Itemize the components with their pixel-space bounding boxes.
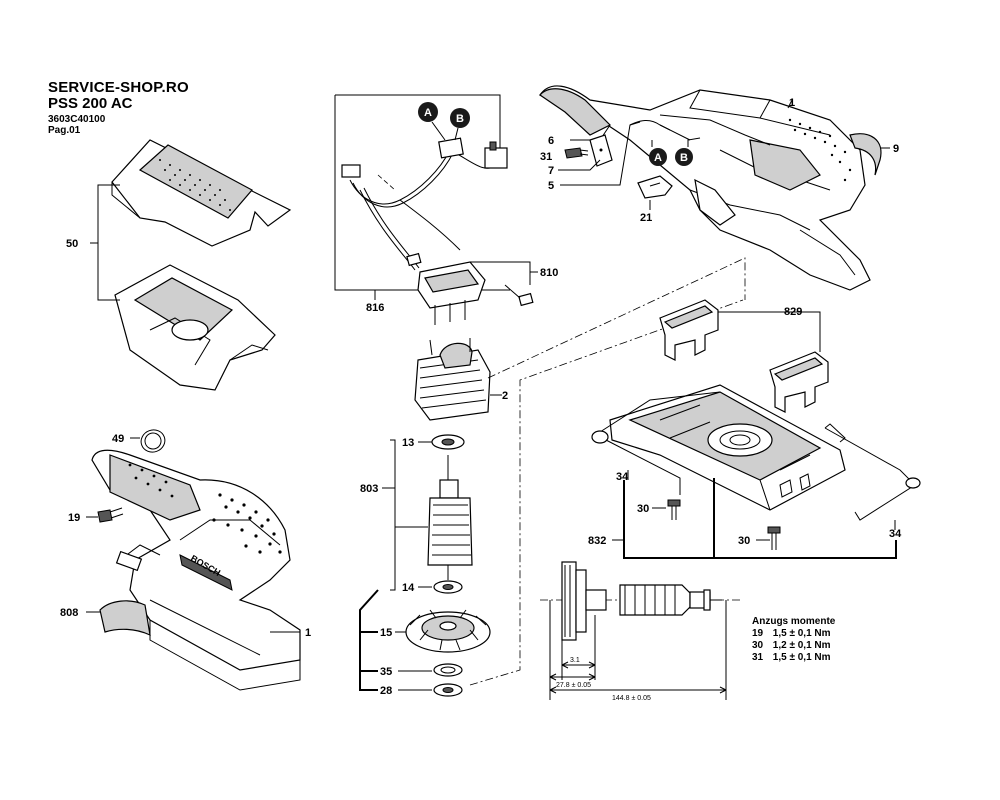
armature-803 — [427, 455, 473, 580]
label-35: 35 — [380, 666, 392, 678]
label-14: 14 — [402, 582, 415, 594]
bearing-28 — [433, 683, 463, 697]
label-34-left: 34 — [616, 471, 629, 483]
clamp-lever-left — [599, 391, 721, 433]
label-810: 810 — [540, 267, 558, 279]
label-49: 49 — [112, 433, 124, 445]
torque-row: 19 1,5 ± 0,1 Nm — [752, 628, 835, 640]
bearing-14 — [433, 580, 463, 594]
fan-15 — [405, 609, 491, 653]
torque-value: 1,5 ± 0,1 Nm — [772, 628, 831, 639]
dimension-3-1: 3.1 — [570, 657, 580, 664]
label-30-a: 30 — [637, 503, 649, 515]
badge-a-right: A — [649, 148, 667, 166]
torque-part: 31 — [752, 652, 764, 663]
washer-35 — [433, 663, 463, 677]
label-50: 50 — [66, 238, 78, 250]
field-coil-2 — [414, 338, 491, 421]
label-31: 31 — [540, 151, 552, 163]
torque-row: 30 1,2 ± 0,1 Nm — [752, 640, 835, 652]
torque-row: 31 1,5 ± 0,1 Nm — [752, 652, 835, 664]
torque-table: Anzugs momente 19 1,5 ± 0,1 Nm 30 1,2 ± … — [752, 616, 835, 664]
screw-30-b — [767, 526, 781, 550]
torque-part: 30 — [752, 640, 764, 651]
label-5: 5 — [548, 180, 554, 192]
label-19: 19 — [68, 512, 80, 524]
svg-text:A: A — [424, 107, 432, 119]
cable-clamp-7 — [589, 134, 613, 167]
label-28: 28 — [380, 685, 392, 697]
bracket-829 — [718, 311, 821, 352]
page-number: Pag.01 — [48, 125, 81, 136]
shop-name: SERVICE-SHOP.RO — [48, 79, 189, 96]
svg-text:B: B — [680, 152, 688, 164]
dimension-lines — [549, 600, 727, 700]
bracket-motor-lower — [359, 589, 379, 691]
dimension-144-8: 144.8 ± 0.05 — [612, 695, 651, 702]
torque-title: Anzugs momente — [752, 616, 836, 627]
label-15: 15 — [380, 627, 392, 639]
cover-plate-21 — [637, 175, 673, 199]
label-2: 2 — [502, 390, 508, 402]
clamp-829-left — [659, 299, 719, 361]
dust-box-container — [114, 264, 276, 391]
dimension-27-8: 27.8 ± 0.05 — [556, 682, 591, 689]
svg-text:A: A — [654, 152, 662, 164]
badge-b-right: B — [675, 148, 693, 166]
torque-part: 19 — [752, 628, 764, 639]
bracket-50 — [90, 184, 120, 301]
clamp-829-right — [769, 351, 829, 413]
badge-b-top: B — [450, 108, 470, 128]
armature-side-view — [540, 561, 740, 641]
sander-body: BOSCH — [91, 449, 301, 691]
label-803: 803 — [360, 483, 378, 495]
label-9: 9 — [893, 143, 899, 155]
part-code: 3603C40100 — [48, 114, 106, 125]
label-829: 829 — [784, 306, 802, 318]
torque-value: 1,5 ± 0,1 Nm — [772, 652, 831, 663]
model-name: PSS 200 AC — [48, 95, 133, 112]
dust-box-lid — [111, 139, 292, 247]
label-13: 13 — [402, 437, 414, 449]
bracket-810 — [470, 261, 538, 285]
housing-upper — [539, 85, 871, 291]
torque-value: 1,2 ± 0,1 Nm — [772, 640, 831, 651]
screw-30-a — [667, 499, 681, 520]
switch-and-cables — [341, 137, 534, 307]
screw-19 — [97, 507, 124, 523]
bracket-832 — [623, 478, 897, 559]
label-6: 6 — [548, 135, 554, 147]
terminal-block — [417, 261, 486, 325]
bracket-803 — [390, 439, 428, 591]
label-808: 808 — [60, 607, 78, 619]
o-ring-49 — [140, 429, 166, 453]
label-1-top: 1 — [789, 97, 795, 109]
arrow-9 — [849, 133, 882, 176]
label-21: 21 — [640, 212, 652, 224]
label-832: 832 — [588, 535, 606, 547]
badge-a-top: A — [418, 102, 438, 122]
arrow-808 — [99, 600, 151, 637]
screw-31 — [564, 147, 589, 159]
label-34-right: 34 — [889, 528, 902, 540]
label-816: 816 — [366, 302, 384, 314]
label-1-bottom: 1 — [305, 627, 311, 639]
label-7: 7 — [548, 165, 554, 177]
svg-text:B: B — [456, 113, 464, 125]
label-30-b: 30 — [738, 535, 750, 547]
title-block: SERVICE-SHOP.RO PSS 200 AC 3603C40100 Pa… — [48, 79, 189, 137]
bearing-13 — [431, 434, 465, 450]
base-plate — [609, 384, 846, 511]
